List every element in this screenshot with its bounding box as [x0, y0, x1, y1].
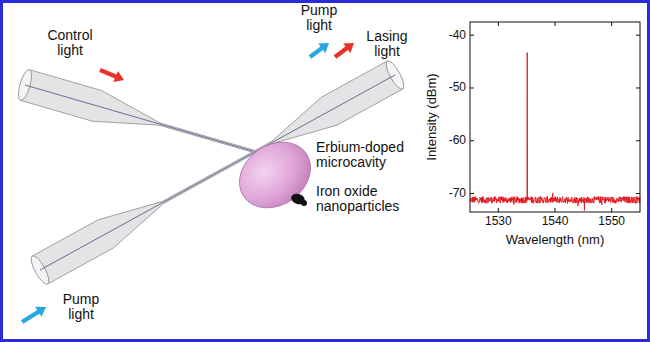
light-label: Pump light: [54, 292, 108, 322]
light-arrow: [309, 43, 329, 59]
x-tick-label: 1530: [485, 215, 512, 228]
part-label: Erbium-doped microcavity: [316, 140, 416, 170]
tick-mark: [470, 35, 474, 36]
tick-mark: [498, 208, 499, 212]
tick-mark: [498, 22, 499, 26]
x-axis-title: Wavelength (nm): [506, 233, 605, 247]
x-tick-label: 1540: [542, 215, 569, 228]
tick-mark: [636, 35, 640, 36]
tick-mark: [636, 193, 640, 194]
microcavity: [227, 129, 324, 222]
light-label: Pump light: [292, 3, 346, 33]
nanoparticle-blob: [290, 192, 307, 206]
tick-mark: [470, 193, 474, 194]
fiber-body: [21, 70, 256, 153]
tick-mark: [611, 208, 612, 212]
tick-mark: [636, 87, 640, 88]
y-tick-label: -70: [449, 187, 466, 200]
x-tick-label: 1550: [598, 215, 625, 228]
tick-mark: [636, 140, 640, 141]
tick-mark: [470, 140, 474, 141]
light-arrow: [21, 307, 46, 324]
tick-mark: [611, 22, 612, 26]
part-label: Iron oxide nanoparticles: [316, 184, 416, 214]
light-arrows: [21, 43, 354, 324]
y-tick-label: -40: [449, 29, 466, 42]
plot-frame: [470, 22, 640, 212]
nanoparticle-blob: [301, 200, 307, 206]
tick-mark: [470, 87, 474, 88]
y-axis-title: Intensity (dBm): [425, 73, 439, 160]
light-label: Lasing light: [360, 29, 414, 59]
light-arrow: [99, 68, 124, 82]
tick-mark: [555, 208, 556, 212]
light-label: Control light: [40, 28, 100, 58]
microcavity-illustration: [227, 129, 324, 222]
y-tick-label: -50: [449, 81, 466, 94]
light-arrow: [334, 43, 354, 59]
fiber-core: [40, 75, 395, 270]
tick-mark: [555, 22, 556, 26]
spectrum-trace: [470, 53, 640, 211]
fiber-body: [32, 61, 402, 284]
fiber-core: [25, 85, 256, 152]
spectrum-chart: [470, 22, 640, 212]
y-tick-label: -60: [449, 134, 466, 147]
tapered-fibers: [16, 59, 407, 287]
